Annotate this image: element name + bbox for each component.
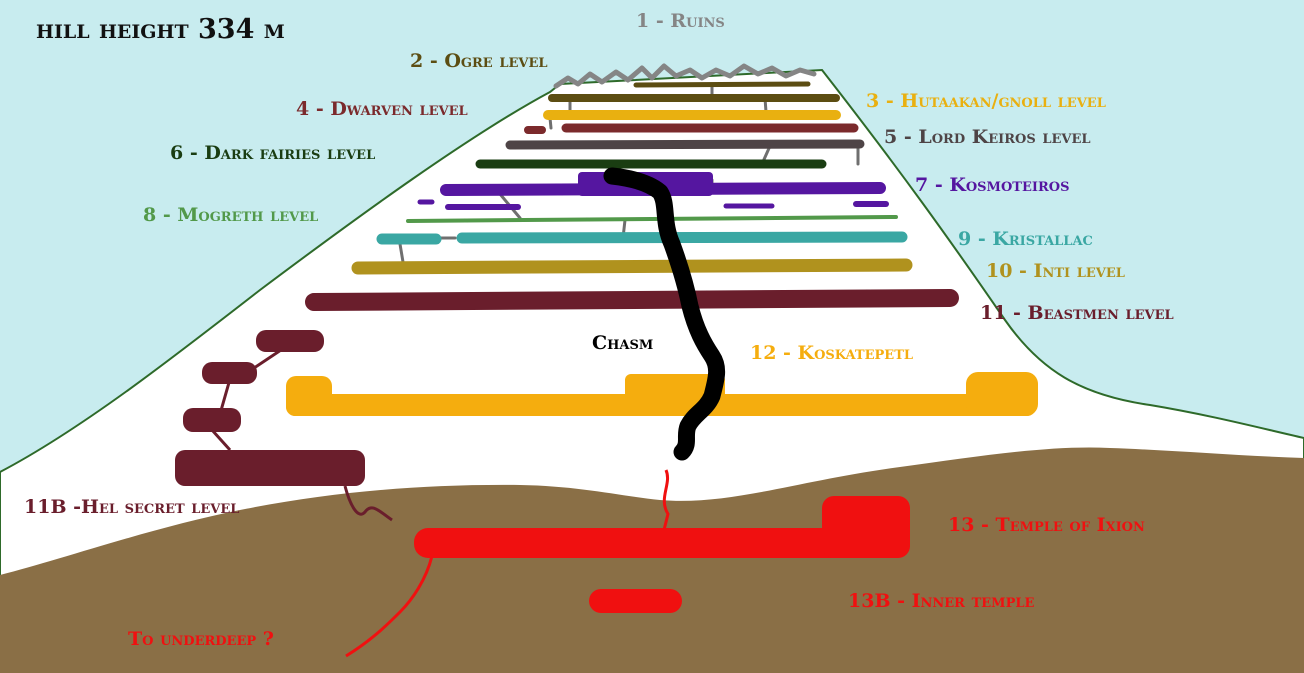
label-ixion: 13 - Temple of Ixion bbox=[948, 516, 1145, 535]
beastmen-level-tunnels bbox=[314, 298, 950, 302]
label-ogre: 2 - Ogre level bbox=[410, 52, 548, 71]
dwarven-level-tunnels bbox=[528, 128, 854, 130]
label-inner-temple: 13B - Inner temple bbox=[848, 592, 1034, 611]
chamber bbox=[202, 362, 257, 384]
chamber bbox=[256, 330, 324, 352]
label-hel: 11B -Hel secret level bbox=[24, 498, 239, 517]
tunnel bbox=[510, 144, 860, 145]
tunnel bbox=[314, 298, 950, 302]
label-chasm: Chasm bbox=[592, 334, 653, 353]
label-dark-fairies: 6 - Dark fairies level bbox=[170, 144, 375, 163]
label-lord-keiros: 5 - Lord Keiros level bbox=[884, 128, 1091, 147]
label-ruins: 1 - Ruins bbox=[636, 12, 725, 31]
tunnel bbox=[462, 237, 902, 238]
chamber bbox=[183, 408, 241, 432]
label-koskatepetl: 12 - Koskatepetl bbox=[750, 344, 913, 363]
label-beastmen: 11 - Beastmen level bbox=[980, 304, 1174, 323]
lord-keiros-level-tunnels bbox=[510, 144, 860, 145]
label-underdeep: To underdeep ? bbox=[128, 630, 274, 649]
label-hutaakan: 3 - Hutaakan/gnoll level bbox=[866, 92, 1106, 111]
chamber bbox=[175, 450, 365, 486]
label-kosmoteiros: 7 - Kosmoteiros bbox=[915, 176, 1069, 195]
inner-temple-chamber bbox=[589, 589, 682, 613]
label-inti: 10 - Inti level bbox=[986, 262, 1125, 281]
tunnel bbox=[636, 84, 808, 85]
label-dwarven: 4 - Dwarven level bbox=[296, 100, 468, 119]
inti-level-tunnels bbox=[358, 265, 906, 268]
diagram-title: hill height 334 m bbox=[36, 16, 285, 43]
label-kristallac: 9 - Kristallac bbox=[958, 230, 1093, 249]
chamber bbox=[966, 372, 1038, 416]
label-mogreth: 8 - Mogreth level bbox=[143, 206, 318, 225]
kristallac-level-tunnels bbox=[382, 237, 902, 239]
chamber bbox=[822, 496, 910, 558]
tunnel bbox=[358, 265, 906, 268]
